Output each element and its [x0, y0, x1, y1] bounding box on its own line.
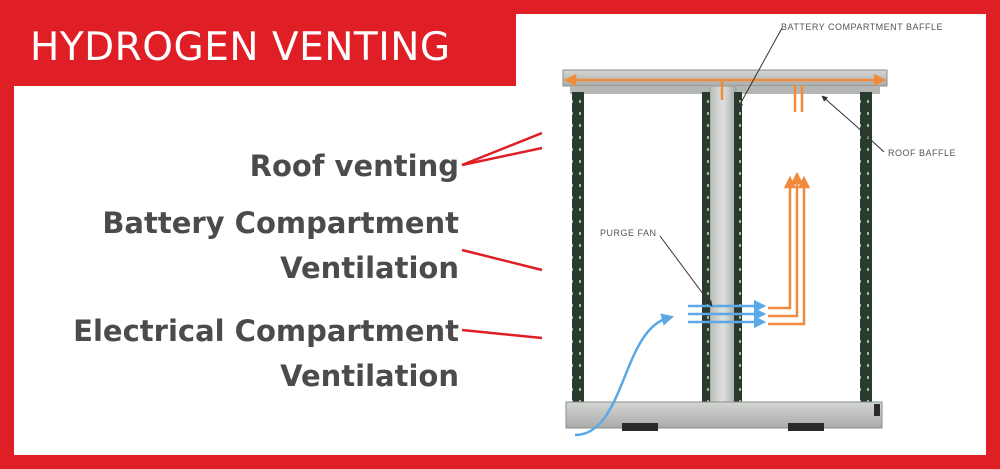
- right-post: [860, 92, 872, 402]
- label-battery-line1: Battery Compartment: [102, 206, 459, 240]
- base-frame: [565, 401, 883, 429]
- leader-battery: [461, 248, 543, 272]
- label-electrical-line2: Ventilation: [280, 359, 459, 393]
- label-roof-venting: Roof venting: [249, 149, 459, 183]
- label-battery-line2: Ventilation: [280, 251, 459, 285]
- center-pillar: [709, 85, 737, 403]
- annotation-roof-baffle: ROOF BAFFLE: [888, 148, 956, 158]
- air-flow: [574, 299, 767, 437]
- label-electrical-line1: Electrical Compartment: [73, 314, 459, 348]
- base-latch: [874, 404, 880, 416]
- pointer-battery-baffle: [737, 27, 783, 109]
- intake-air-arrow: [574, 313, 675, 437]
- base-foot-left: [622, 423, 658, 431]
- center-post-right: [734, 92, 742, 402]
- roof-panel: [562, 69, 888, 87]
- pointer-roof-baffle: [821, 95, 885, 153]
- pointer-purge-fan: [659, 235, 713, 307]
- purge-flow-arrow-3: [768, 175, 811, 326]
- purge-flow-arrow-1: [768, 175, 797, 310]
- roof-flow-left-arrow: [563, 73, 724, 100]
- leader-roof-2: [461, 146, 543, 167]
- left-post: [572, 92, 584, 402]
- enclosure: [562, 69, 888, 431]
- leader-lines: [461, 131, 543, 340]
- center-post-left: [702, 92, 710, 402]
- annotation-pointers: [659, 27, 885, 307]
- annotation-purge-fan: PURGE FAN: [600, 228, 657, 238]
- leader-roof-1: [461, 131, 543, 167]
- hydrogen-flow: [563, 73, 887, 326]
- purge-flow-arrow-2: [768, 171, 804, 318]
- page-title: HYDROGEN VENTING: [30, 25, 451, 70]
- title-banner: HYDROGEN VENTING: [0, 0, 516, 86]
- leader-electrical: [461, 328, 543, 340]
- annotation-battery-baffle: BATTERY COMPARTMENT BAFFLE: [781, 22, 943, 32]
- base-foot-right: [788, 423, 824, 431]
